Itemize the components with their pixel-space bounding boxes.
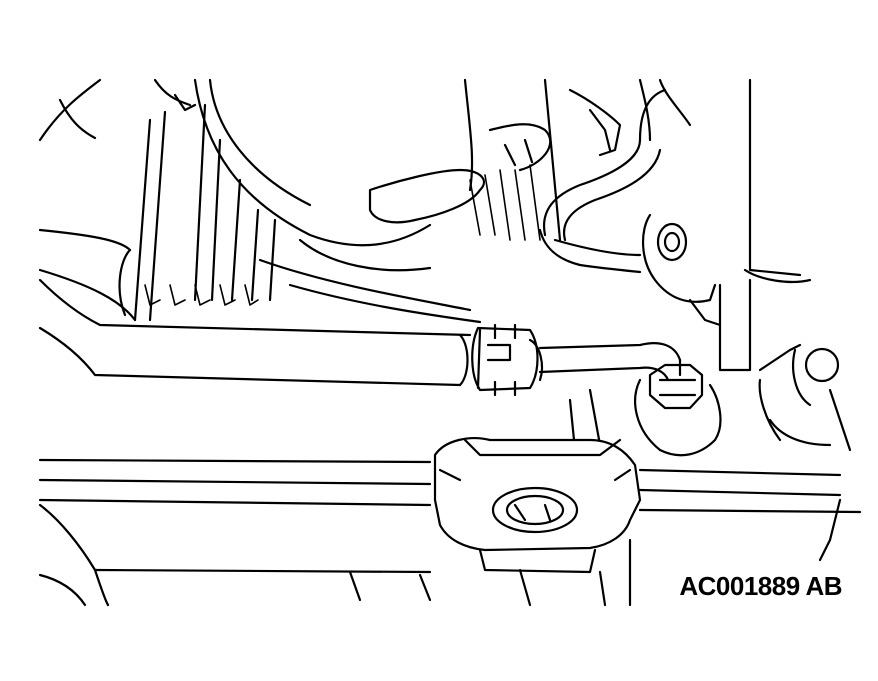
figure-reference-code: AC001889 AB (679, 571, 842, 601)
fitting-nut (634, 363, 722, 457)
crossmember-rail (38, 388, 862, 514)
upper-left-body-outline (38, 78, 197, 142)
engine-mount-block (433, 437, 642, 574)
lower-body-outline (38, 498, 842, 607)
right-hose-loop (538, 78, 812, 284)
small-tube-to-fitting (538, 342, 682, 382)
fan-blades (469, 88, 622, 241)
hose-clamp (471, 323, 544, 397)
radiator-fins (38, 103, 277, 322)
right-side-bolt (758, 343, 852, 452)
upper-hose-and-shroud (193, 78, 642, 324)
main-hose-pipe (38, 278, 472, 387)
mounting-bracket-right (641, 213, 752, 372)
